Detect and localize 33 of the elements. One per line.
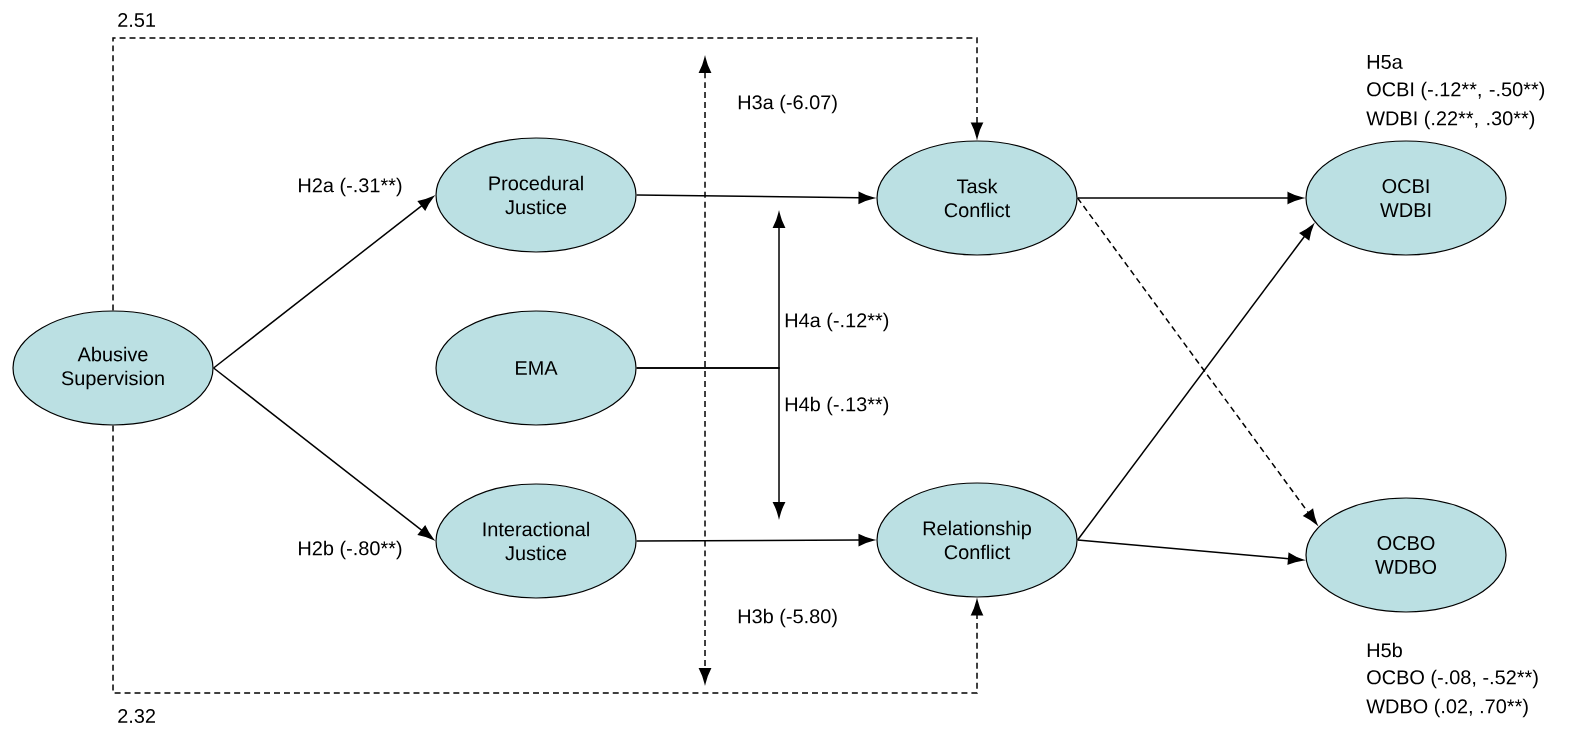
edge-label: H2b (-.80**) [299,540,402,560]
ellipse-node: Task Conflict [876,140,1078,256]
arrow [635,367,785,518]
edge-label: H2a (-.31**) [299,177,402,197]
effect-label: H3a (-6.07) [738,94,837,114]
arrow [635,534,874,546]
ellipse-node: Interactional Justice [435,483,637,599]
edge-label: H4b (-.13**) [785,396,889,416]
arrow [212,196,434,369]
ellipse-node: Relationship Conflict [876,482,1078,598]
arrow [212,367,434,540]
arrow [1076,539,1304,565]
effect-label: H3b (-5.80) [738,608,837,628]
ellipse-node: OCBO WDBO [1305,497,1507,613]
arrow [1076,192,1303,204]
annotation-text: OCBI (-.12**, [1367,81,1481,101]
arrow [112,424,983,694]
annotation-text: WDBO (.02, .70**) [1366,698,1528,718]
arrow [112,37,983,312]
ellipse-node: Procedural Justice [435,137,637,253]
ellipse-node: Abusive Supervision [12,310,214,426]
edge-label: H4a (-.12**) [785,312,889,332]
ellipse-node: EMA [435,310,637,426]
edge-label: 2.51 [118,12,155,28]
annotation-text: -.50**) [1489,81,1545,101]
arrow [635,191,874,204]
annotation-text: OCBO (-.08, -.52**) [1367,669,1538,689]
annotation-text: H5b [1367,642,1402,658]
annotation-text: WDBI (.22**, [1366,110,1478,130]
annotation-text: .30**) [1487,110,1535,130]
edge-label: 2.32 [118,708,155,724]
annotation-text: H5a [1367,55,1403,69]
ellipse-node: OCBI WDBI [1305,140,1507,256]
